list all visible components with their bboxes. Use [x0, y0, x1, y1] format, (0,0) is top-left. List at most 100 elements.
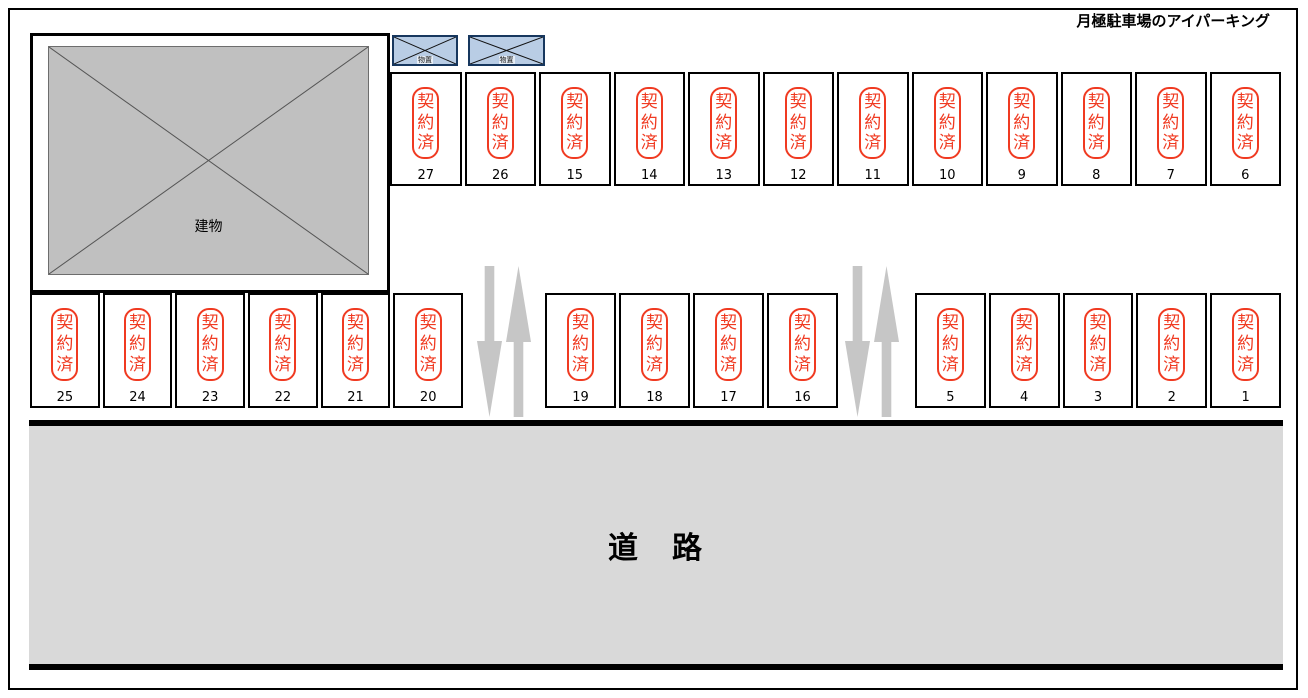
parking-space: 契約済 5 [915, 293, 986, 408]
space-number: 24 [129, 390, 146, 405]
parking-space: 契約済 18 [619, 293, 690, 408]
parking-space: 契約済 13 [688, 72, 760, 186]
contract-stamp: 契約済 [567, 308, 594, 381]
parking-space: 契約済 10 [911, 72, 983, 186]
parking-space: 契約済 12 [762, 72, 834, 186]
parking-space: 契約済 14 [613, 72, 685, 186]
parking-row-middle: 契約済 19 契約済 18 契約済 17 契約済 16 [545, 293, 838, 408]
parking-space: 契約済 2 [1136, 293, 1208, 408]
contract-stamp: 契約済 [561, 86, 589, 160]
contract-stamp: 契約済 [715, 308, 742, 381]
contract-stamp: 契約済 [1008, 86, 1036, 160]
space-number: 8 [1092, 168, 1101, 183]
space-number: 1 [1241, 390, 1250, 405]
space-number: 27 [417, 168, 435, 183]
contract-stamp: 契約済 [1231, 86, 1259, 160]
space-number: 25 [56, 390, 74, 405]
parking-space: 契約済 16 [767, 293, 838, 408]
space-number: 20 [419, 390, 437, 405]
space-number: 18 [646, 390, 663, 405]
contract-stamp: 契約済 [1082, 86, 1110, 160]
contract-stamp: 契約済 [635, 86, 663, 160]
parking-row-left: 契約済 25 契約済 24 契約済 23 契約済 22 契約済 21 契約済 2… [30, 293, 464, 408]
storage-label: 物置 [498, 56, 515, 64]
parking-space: 契約済 1 [1210, 293, 1281, 408]
space-number: 13 [715, 168, 733, 183]
space-number: 15 [566, 168, 584, 183]
contract-stamp: 契約済 [1084, 308, 1112, 381]
building-box: 建物 [48, 46, 369, 275]
space-number: 6 [1241, 168, 1250, 183]
contract-stamp: 契約済 [269, 308, 297, 381]
contract-stamp: 契約済 [784, 86, 812, 160]
parking-space: 契約済 23 [175, 293, 246, 408]
contract-stamp: 契約済 [936, 308, 964, 381]
parking-space: 契約済 4 [988, 293, 1060, 408]
contract-stamp: 契約済 [196, 308, 224, 381]
space-number: 9 [1017, 168, 1026, 183]
contract-stamp: 契約済 [51, 308, 79, 381]
space-number: 10 [938, 168, 956, 183]
parking-space: 契約済 11 [837, 72, 909, 186]
parking-space: 契約済 9 [986, 72, 1058, 186]
parking-space: 契約済 21 [320, 293, 391, 408]
parking-space: 契約済 3 [1062, 293, 1134, 408]
parking-space: 契約済 19 [545, 293, 616, 408]
space-number: 19 [572, 390, 589, 405]
contract-stamp: 契約済 [412, 86, 440, 160]
storage-shed-1: 物置 [392, 35, 458, 66]
contract-stamp: 契約済 [1010, 308, 1038, 381]
map-title: 月極駐車場のアイパーキング [1076, 12, 1270, 30]
parking-space: 契約済 24 [102, 293, 173, 408]
parking-space: 契約済 20 [393, 293, 464, 408]
space-number: 17 [720, 390, 737, 405]
space-number: 11 [864, 168, 882, 183]
arrow-up-icon [506, 266, 531, 417]
contract-stamp: 契約済 [789, 308, 816, 381]
parking-space: 契約済 27 [390, 72, 462, 186]
parking-space: 契約済 22 [248, 293, 318, 408]
parking-space: 契約済 8 [1060, 72, 1132, 186]
space-number: 26 [491, 168, 509, 183]
space-number: 14 [640, 168, 658, 183]
contract-stamp: 契約済 [1157, 86, 1185, 160]
parking-space: 契約済 6 [1209, 72, 1281, 186]
contract-stamp: 契約済 [641, 308, 668, 381]
space-number: 16 [794, 390, 811, 405]
parking-space: 契約済 26 [464, 72, 536, 186]
storage-shed-2: 物置 [468, 35, 545, 66]
space-number: 7 [1166, 168, 1175, 183]
space-number: 12 [789, 168, 807, 183]
storage-cross-icon [394, 37, 456, 64]
parking-row-top: 契約済 27 契約済 26 契約済 15 契約済 14 契約済 13 契約済 1… [390, 72, 1281, 186]
space-number: 23 [201, 390, 219, 405]
parking-row-right: 契約済 5 契約済 4 契約済 3 契約済 2 契約済 1 [915, 293, 1281, 408]
contract-stamp: 契約済 [486, 86, 514, 160]
road-label: 道 路 [608, 531, 704, 566]
contract-stamp: 契約済 [1158, 308, 1186, 381]
contract-stamp: 契約済 [342, 308, 370, 381]
parking-space: 契約済 15 [539, 72, 611, 186]
space-number: 5 [946, 390, 955, 405]
space-number: 21 [347, 390, 364, 405]
contract-stamp: 契約済 [124, 308, 151, 381]
contract-stamp: 契約済 [933, 86, 961, 160]
space-number: 4 [1020, 390, 1029, 405]
contract-stamp: 契約済 [710, 86, 738, 160]
storage-cross-icon [470, 37, 543, 64]
parking-space: 契約済 25 [30, 293, 100, 408]
building-lot: 建物 [30, 33, 390, 293]
space-number: 3 [1093, 390, 1103, 405]
building-label: 建物 [194, 219, 223, 235]
building-cross-icon [49, 47, 368, 274]
arrow-down-icon [845, 266, 870, 417]
road-area: 道 路 [29, 420, 1283, 670]
storage-label: 物置 [417, 56, 433, 64]
parking-space: 契約済 7 [1135, 72, 1207, 186]
contract-stamp: 契約済 [414, 308, 442, 381]
arrow-up-icon [874, 266, 899, 417]
traffic-arrows-left [477, 263, 531, 420]
space-number: 2 [1167, 390, 1176, 405]
contract-stamp: 契約済 [859, 86, 887, 160]
contract-stamp: 契約済 [1232, 308, 1260, 381]
